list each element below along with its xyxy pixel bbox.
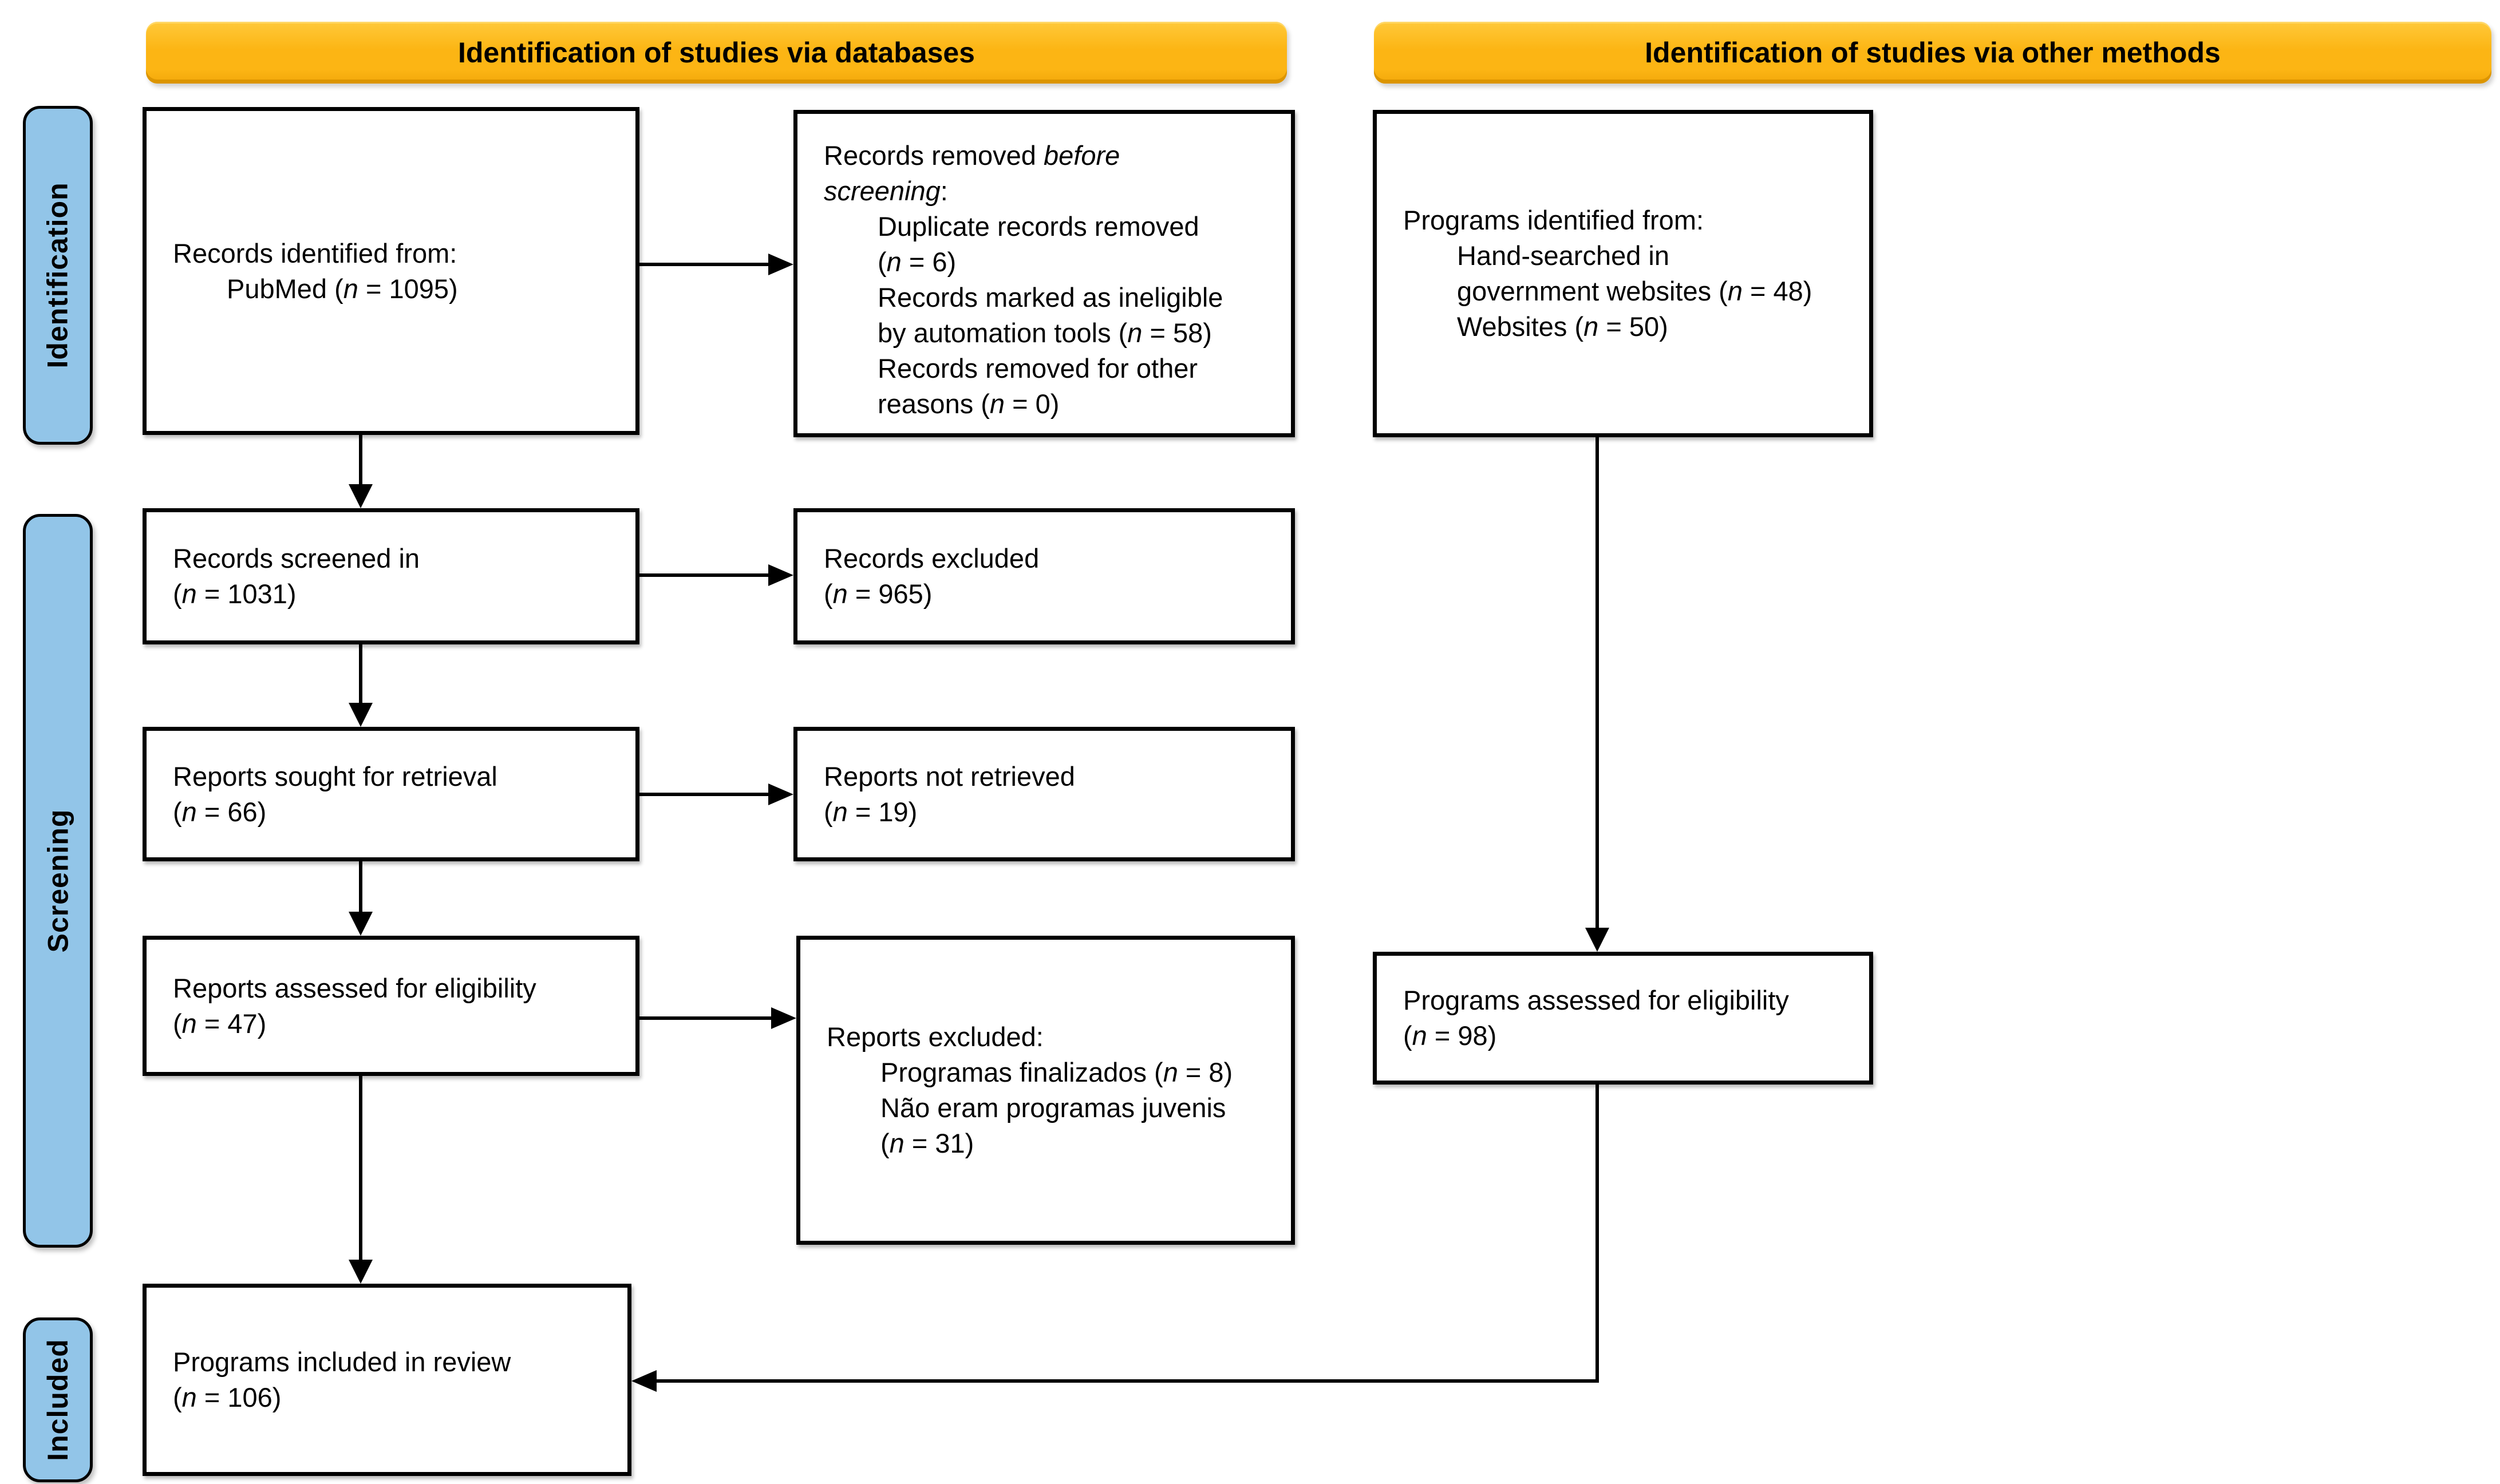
reports-not-retrieved-box: Reports not retrieved(n = 19) [793, 727, 1295, 861]
arrow-identified-to-removed [639, 263, 769, 266]
records-identified-box: Records identified from:PubMed (n = 1095… [143, 107, 639, 435]
reports-assessed-box: Reports assessed for eligibility(n = 47) [143, 936, 639, 1076]
arrowhead-programs-assessed-to-included [631, 1370, 657, 1392]
arrow-screened-to-sought [359, 644, 362, 704]
arrow-assessed-to-included [359, 1076, 362, 1261]
arrowhead-screened-to-excluded [768, 564, 793, 586]
arrowhead-identified-to-removed [768, 254, 793, 275]
banner-identification-via-other-methods: Identification of studies via other meth… [1374, 22, 2491, 84]
reports-sought-text: Reports sought for retrieval(n = 66) [173, 761, 497, 827]
arrow-sought-to-not-retrieved [639, 793, 769, 796]
arrow-sought-to-assessed [359, 861, 362, 913]
arrowhead-assessed-to-included [349, 1260, 373, 1284]
arrow-programs-assessed-elbow-horizontal [655, 1379, 1599, 1383]
records-excluded-box: Records excluded(n = 965) [793, 508, 1295, 644]
arrowhead-identified-to-screened [349, 484, 373, 508]
stage-label-screening: Screening [23, 514, 93, 1248]
records-excluded-text: Records excluded(n = 965) [824, 543, 1040, 609]
arrowhead-sought-to-assessed [349, 912, 373, 936]
programs-included-box: Programs included in review(n = 106) [143, 1284, 631, 1476]
reports-excluded-box: Reports excluded:Programas finalizados (… [796, 936, 1295, 1245]
stage-identification-text: Identification [42, 182, 74, 369]
banner-identification-via-databases: Identification of studies via databases [146, 22, 1287, 84]
arrowhead-sought-to-not-retrieved [768, 783, 793, 805]
arrow-screened-to-excluded [639, 573, 769, 577]
records-screened-text: Records screened in(n = 1031) [173, 543, 420, 609]
arrowhead-screened-to-sought [349, 703, 373, 727]
stage-label-included: Included [23, 1317, 93, 1482]
stage-screening-text: Screening [42, 809, 74, 953]
programs-assessed-text: Programs assessed for eligibility(n = 98… [1403, 985, 1789, 1051]
reports-assessed-text: Reports assessed for eligibility(n = 47) [173, 972, 536, 1039]
records-identified-text: Records identified from:PubMed (n = 1095… [173, 238, 458, 304]
records-screened-box: Records screened in(n = 1031) [143, 508, 639, 644]
reports-excluded-text: Reports excluded:Programas finalizados (… [827, 1022, 1233, 1158]
banner-databases-label: Identification of studies via databases [457, 37, 975, 69]
reports-not-retrieved-text: Reports not retrieved(n = 19) [824, 761, 1075, 827]
arrowhead-assessed-to-excluded [771, 1007, 796, 1029]
arrowhead-programs-identified-to-assessed [1585, 928, 1609, 952]
arrow-identified-to-screened [359, 435, 362, 485]
banner-other-methods-label: Identification of studies via other meth… [1645, 37, 2221, 69]
stage-label-identification: Identification [23, 106, 93, 445]
arrow-programs-identified-to-assessed [1595, 437, 1599, 929]
stage-included-text: Included [42, 1339, 74, 1461]
reports-sought-box: Reports sought for retrieval(n = 66) [143, 727, 639, 861]
programs-included-text: Programs included in review(n = 106) [173, 1347, 511, 1412]
programs-identified-text: Programs identified from:Hand-searched i… [1403, 205, 1812, 342]
arrow-programs-assessed-elbow-vertical [1595, 1085, 1599, 1383]
programs-identified-box: Programs identified from:Hand-searched i… [1373, 110, 1873, 437]
programs-assessed-box: Programs assessed for eligibility(n = 98… [1373, 952, 1873, 1085]
arrow-assessed-to-excluded [639, 1016, 772, 1020]
